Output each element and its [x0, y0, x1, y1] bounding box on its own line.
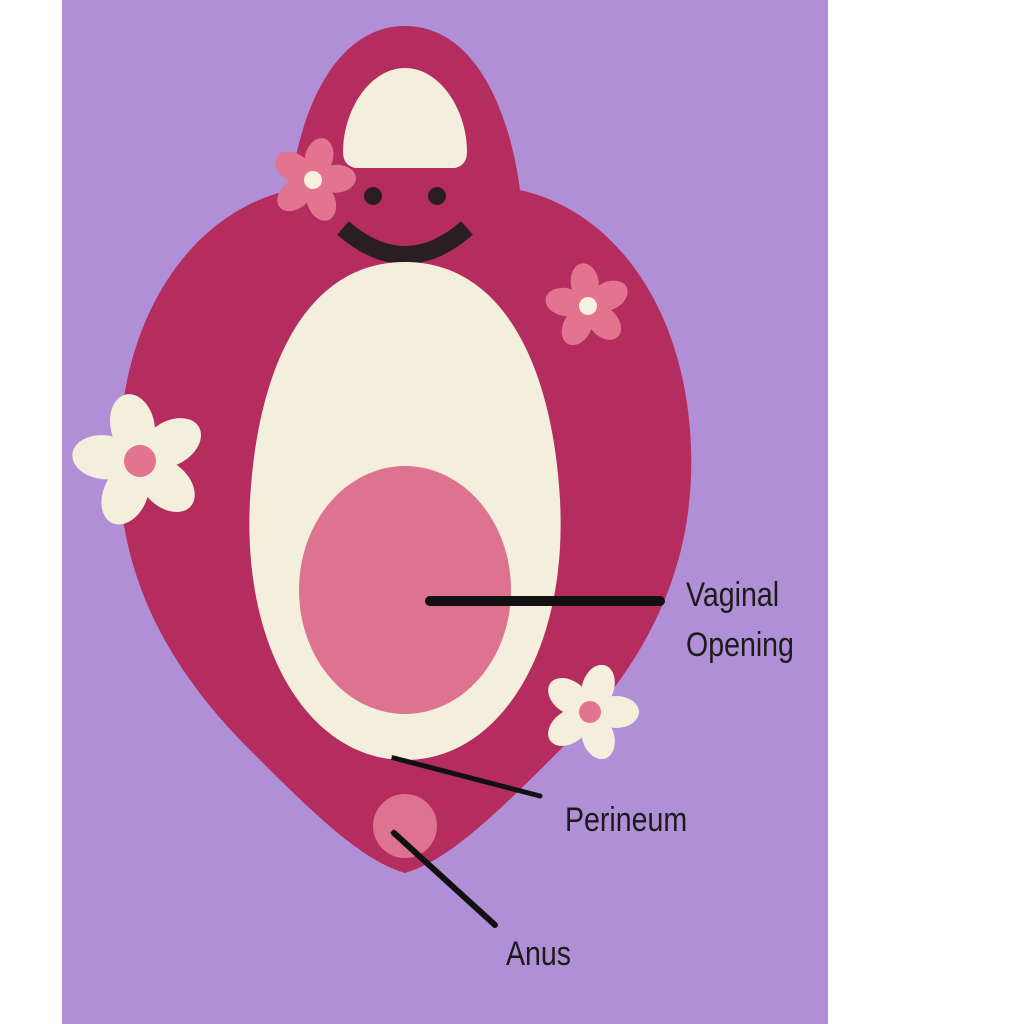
perineum-label: Perineum — [565, 801, 687, 839]
vaginal-opening-label-line1: Vaginal — [686, 576, 779, 614]
flower-icon — [275, 138, 356, 221]
anus-shape — [373, 794, 437, 858]
clitoris-hood — [343, 68, 467, 168]
perineum-arrow-icon — [390, 754, 543, 799]
flower-icon — [548, 664, 639, 760]
flower-icon — [72, 394, 201, 525]
smiley-face-icon — [337, 187, 473, 264]
vaginal-opening-label-line2: Opening — [686, 626, 794, 664]
flower-icon — [545, 263, 628, 346]
vaginal-opening-shape — [299, 466, 511, 714]
anus-arrow-icon — [390, 829, 498, 928]
anus-label: Anus — [506, 935, 571, 973]
